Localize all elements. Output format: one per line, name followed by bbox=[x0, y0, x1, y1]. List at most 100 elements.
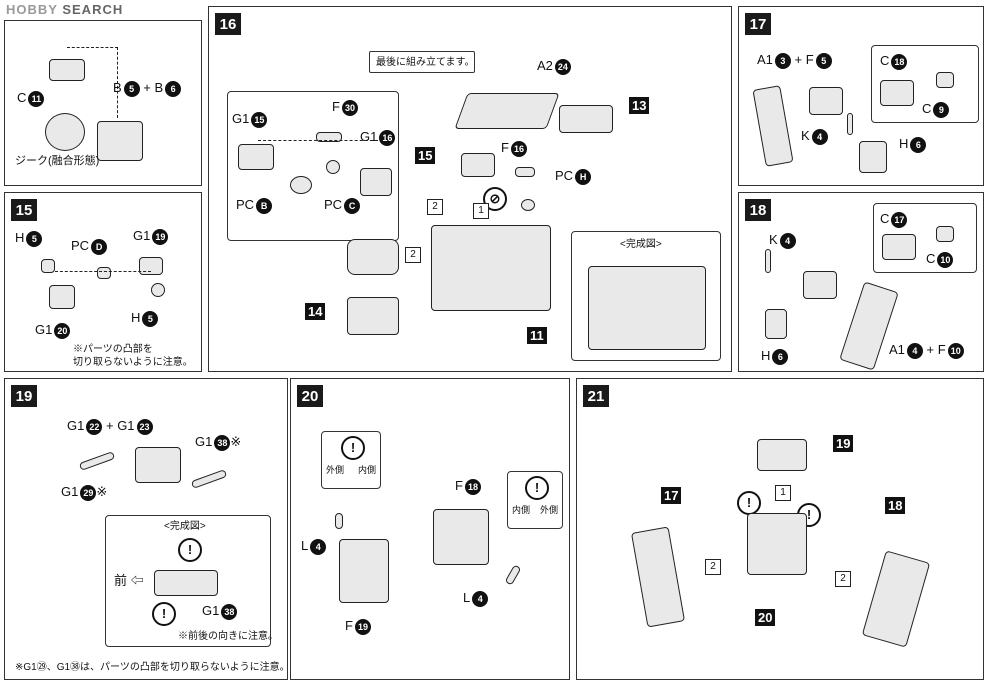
part-f16 bbox=[515, 167, 535, 177]
part-f19 bbox=[339, 539, 389, 603]
part-pcc bbox=[326, 160, 340, 174]
complete-figure bbox=[154, 570, 218, 596]
step-number: 20 bbox=[297, 385, 323, 407]
part-b-assembly bbox=[97, 121, 143, 161]
part-20-body bbox=[747, 513, 807, 575]
label-outside: 外側 bbox=[540, 505, 559, 515]
part-13 bbox=[559, 105, 613, 133]
part-17 bbox=[630, 526, 686, 628]
label-front: 前 ⇦ bbox=[114, 573, 144, 588]
part-h6 bbox=[765, 309, 787, 339]
part-c9 bbox=[936, 72, 954, 88]
panel-21: 21 19 1 17 ! ! 18 2 2 20 bbox=[576, 378, 984, 680]
ref-19: 19 bbox=[833, 435, 854, 452]
ref-15: 15 bbox=[415, 147, 436, 164]
part-c10 bbox=[936, 226, 954, 242]
ref-11: 11 bbox=[527, 327, 547, 344]
complete-label: <完成図> bbox=[620, 239, 662, 250]
part-pc-d bbox=[97, 267, 111, 279]
seq-1: 1 bbox=[473, 203, 489, 219]
caution-icon-a: ! bbox=[737, 491, 761, 515]
part-pcb bbox=[290, 176, 312, 194]
part-19 bbox=[757, 439, 807, 471]
part-k4 bbox=[765, 249, 771, 273]
complete-figure bbox=[588, 266, 706, 350]
step-number: 15 bbox=[11, 199, 37, 221]
label-inside: 内側 bbox=[512, 505, 531, 515]
part-l4-b bbox=[504, 564, 522, 586]
part-18 bbox=[861, 550, 931, 648]
part-g1-16 bbox=[360, 168, 392, 196]
part-h6 bbox=[859, 141, 887, 173]
part-a1-leg bbox=[752, 85, 794, 167]
seq-1: 1 bbox=[775, 485, 791, 501]
part-c11 bbox=[49, 59, 85, 81]
part-c18 bbox=[880, 80, 914, 106]
ref-18: 18 bbox=[885, 497, 906, 514]
seq-2b: 2 bbox=[835, 571, 851, 587]
part-g1-38 bbox=[190, 469, 228, 489]
label-inside: 内側 bbox=[358, 465, 377, 475]
part-cannon bbox=[347, 239, 399, 275]
note-line1: ※パーツの凸部を bbox=[73, 344, 153, 355]
part-box-assembly bbox=[809, 87, 843, 115]
part-g1-20 bbox=[49, 285, 75, 309]
part-g1-15 bbox=[238, 144, 274, 170]
complete-figure-box: <完成図> bbox=[571, 231, 721, 361]
part-h5-b bbox=[151, 283, 165, 297]
ref-17: 17 bbox=[661, 487, 682, 504]
part-f18 bbox=[433, 509, 489, 565]
complete-label: <完成図> bbox=[164, 521, 206, 532]
part-11-body bbox=[431, 225, 551, 311]
part-h5 bbox=[41, 259, 55, 273]
part-box-assembly bbox=[803, 271, 837, 299]
part-ziek-ball bbox=[45, 113, 85, 151]
step-number: 19 bbox=[11, 385, 37, 407]
ref-20: 20 bbox=[755, 609, 776, 626]
callout-box: 最後に組み立てます。 bbox=[369, 51, 475, 73]
caution-icon-bottom: ! bbox=[152, 602, 176, 626]
step-number: 18 bbox=[745, 199, 771, 221]
part-pch bbox=[521, 199, 535, 211]
orientation-box-right: ! 内側 外側 bbox=[507, 471, 563, 529]
note-line2: 切り取らないように注意。 bbox=[73, 357, 193, 368]
part-f30 bbox=[316, 132, 342, 142]
part-14 bbox=[347, 297, 399, 335]
label-outside: 外側 bbox=[326, 465, 345, 475]
